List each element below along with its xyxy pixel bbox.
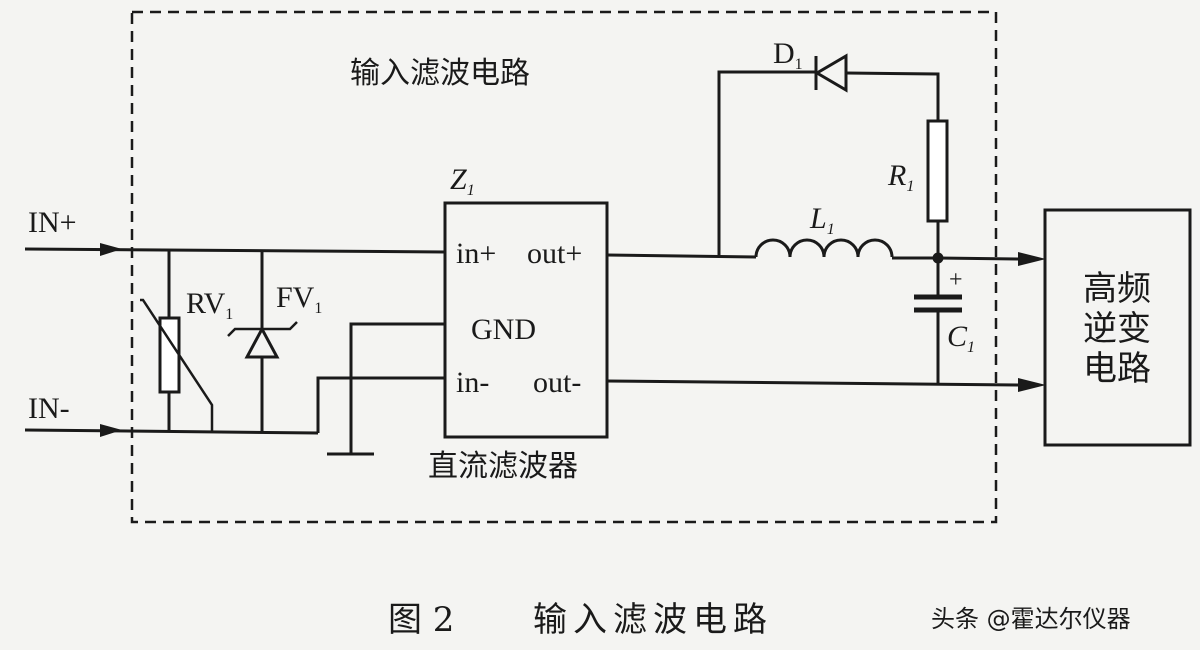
filter-out-minus-pin: out- bbox=[533, 366, 581, 399]
output-negative-wire bbox=[606, 379, 1019, 387]
filter-in-minus-pin: in- bbox=[456, 366, 489, 399]
figure-title: 输入滤波电路 bbox=[533, 600, 773, 640]
positive-input-wire bbox=[24, 247, 446, 254]
dashed-boundary bbox=[130, 10, 998, 524]
input-plus-label: IN+ bbox=[28, 206, 77, 239]
tvs-diode-fv1 bbox=[227, 250, 298, 432]
diode-d1 bbox=[814, 53, 848, 93]
varistor-rv1 bbox=[140, 250, 214, 432]
dc-filter-box bbox=[443, 201, 609, 439]
diode-left-wire bbox=[717, 70, 816, 255]
watermark-text: 头条 @霍达尔仪器 bbox=[931, 605, 1131, 633]
filter-out-plus-pin: out+ bbox=[527, 237, 582, 270]
inverter-line-1: 高频 bbox=[1083, 269, 1151, 309]
diode-label: D1 bbox=[773, 37, 803, 73]
negative-input-wire bbox=[24, 428, 319, 435]
filter-in-plus-pin: in+ bbox=[456, 237, 496, 270]
out-plus-wire bbox=[606, 253, 757, 259]
resistor-label: R1 bbox=[887, 159, 914, 195]
output-plus-arrow-icon bbox=[1018, 252, 1046, 266]
diode-right-wire bbox=[845, 71, 940, 121]
block-title: 输入滤波电路 bbox=[350, 56, 530, 91]
input-minus-label: IN- bbox=[28, 392, 70, 425]
capacitor-polarity-label: + bbox=[949, 267, 963, 293]
negative-to-filter-wire bbox=[316, 376, 445, 433]
ground-symbol bbox=[327, 322, 445, 456]
filter-caption: 直流滤波器 bbox=[428, 449, 578, 484]
capacitor-c1 bbox=[914, 258, 962, 384]
output-positive-wire bbox=[937, 256, 1019, 261]
output-minus-arrow-icon bbox=[1018, 378, 1046, 392]
capacitor-label: C1 bbox=[947, 320, 975, 356]
resistor-r1 bbox=[926, 119, 949, 223]
filter-ref-label: Z1 bbox=[450, 163, 475, 199]
inductor-label: L1 bbox=[809, 202, 835, 238]
input-plus-arrow-icon bbox=[100, 243, 122, 256]
filter-gnd-pin: GND bbox=[471, 313, 536, 346]
figure-number: 图 2 bbox=[388, 600, 454, 640]
tvs-label: FV1 bbox=[276, 281, 322, 317]
inverter-block bbox=[1043, 208, 1192, 447]
inductor-l1 bbox=[754, 238, 894, 258]
varistor-label: RV1 bbox=[186, 287, 233, 323]
inverter-line-2: 逆变 bbox=[1083, 309, 1151, 349]
inverter-line-3: 电路 bbox=[1083, 349, 1151, 389]
input-minus-arrow-icon bbox=[100, 424, 122, 437]
